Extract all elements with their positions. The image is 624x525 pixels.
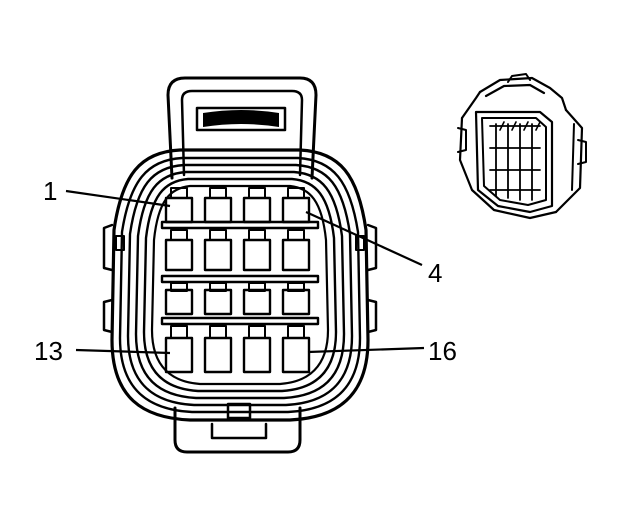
connector-face-view xyxy=(102,76,378,454)
row-separator xyxy=(160,274,320,284)
terminal-cavity-11 xyxy=(242,282,272,316)
leader-line-pin-4 xyxy=(305,210,423,267)
terminal-cavity-12 xyxy=(281,282,311,316)
terminal-cavity-15 xyxy=(242,325,272,374)
housing-outline xyxy=(110,148,370,422)
terminal-cavity-14 xyxy=(203,325,233,374)
terminal-cavity-2 xyxy=(203,187,233,224)
side-guide-ribs xyxy=(102,223,378,334)
terminal-cavity-10 xyxy=(203,282,233,316)
terminal-cavity-16 xyxy=(281,325,311,374)
pin-label-16: 16 xyxy=(428,336,457,366)
terminal-cavity-5 xyxy=(164,229,194,272)
terminal-cavity-9 xyxy=(164,282,194,316)
terminal-cavity-6 xyxy=(203,229,233,272)
row-separator xyxy=(160,316,320,326)
connector-isometric-view xyxy=(457,73,587,220)
row-separator xyxy=(160,220,320,230)
pin-label-13: 13 xyxy=(34,336,63,366)
leader-line-pin-13 xyxy=(75,348,171,355)
terminal-cavity-8 xyxy=(281,229,311,272)
leader-line-pin-1 xyxy=(65,189,171,208)
terminal-cavity-3 xyxy=(242,187,272,224)
leader-line-pin-16 xyxy=(307,346,425,354)
pin-label-4: 4 xyxy=(428,258,442,288)
pin-label-1: 1 xyxy=(43,176,57,206)
terminal-grid xyxy=(160,187,320,374)
terminal-cavity-4 xyxy=(281,187,311,224)
terminal-cavity-13 xyxy=(164,325,194,374)
terminal-cavity-1 xyxy=(164,187,194,224)
locking-lever xyxy=(166,76,318,180)
terminal-cavity-7 xyxy=(242,229,272,272)
pin-callouts: 1 4 13 16 xyxy=(34,176,457,366)
